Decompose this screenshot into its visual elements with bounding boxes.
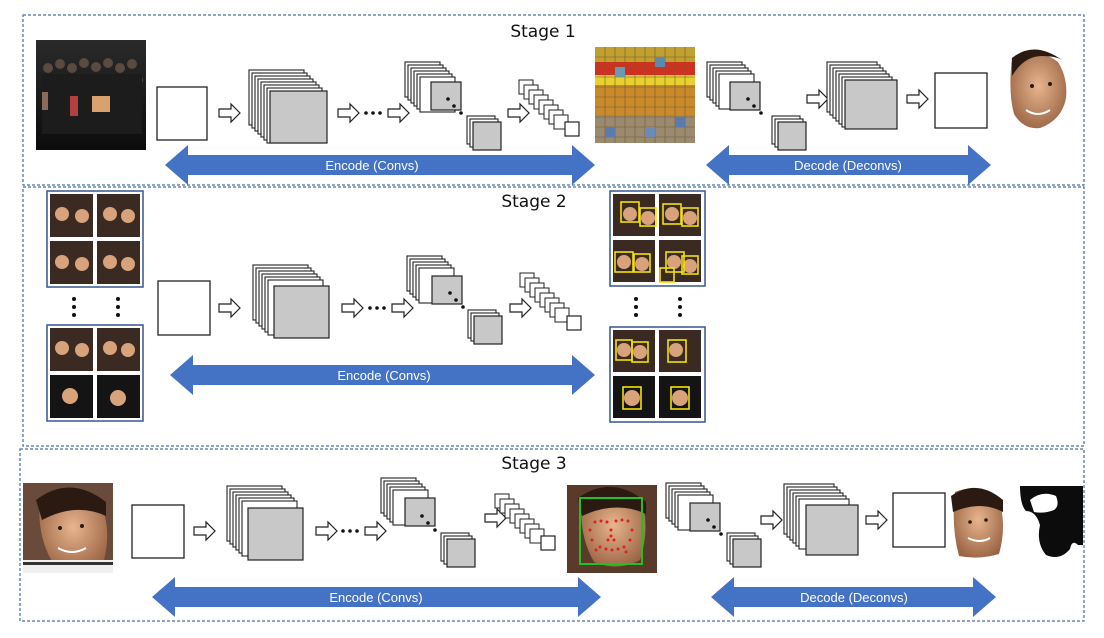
face-photo <box>567 485 657 573</box>
feature-map-stack <box>518 79 580 137</box>
photo-grid <box>46 190 144 288</box>
encode-label: Encode (Convs) <box>337 368 430 383</box>
stage-3: Stage 3 <box>19 448 1085 622</box>
encode-arrow <box>152 577 601 617</box>
stage-1-frame <box>22 14 1085 186</box>
hollow-right-arrow-icon <box>387 102 410 124</box>
vertical-ellipsis-icon <box>72 297 120 317</box>
ellipsis-icon <box>368 306 386 310</box>
stage-2-title: Stage 2 <box>501 192 566 212</box>
heatmap <box>595 47 695 143</box>
decode-label: Decode (Deconvs) <box>800 590 908 605</box>
hollow-right-arrow-icon <box>507 102 530 124</box>
stage-2-frame <box>22 186 1085 447</box>
encode-arrow <box>165 145 595 185</box>
feature-map-stack <box>771 115 807 151</box>
hollow-right-arrow-icon <box>337 102 360 124</box>
ellipsis-icon <box>364 111 382 115</box>
encode-label: Encode (Convs) <box>329 590 422 605</box>
hollow-right-arrow-icon <box>391 297 414 319</box>
detection-grid <box>609 190 706 287</box>
output-frame <box>892 492 946 548</box>
decode-label: Decode (Deconvs) <box>794 158 902 173</box>
stage-3-title: Stage 3 <box>501 454 566 474</box>
feature-map-stack <box>826 61 898 130</box>
stage-1-title: Stage 1 <box>510 22 575 42</box>
input-frame <box>131 504 185 559</box>
feature-map-stack <box>519 272 582 331</box>
feature-map-stack <box>494 493 556 551</box>
hollow-right-arrow-icon <box>865 509 888 531</box>
hollow-right-arrow-icon <box>906 88 929 110</box>
face-photo <box>23 483 113 573</box>
hollow-right-arrow-icon <box>218 102 241 124</box>
vertical-ellipsis-icon <box>634 297 682 317</box>
hollow-right-arrow-icon <box>509 297 532 319</box>
feature-map-stack <box>726 532 762 568</box>
feature-map-stack <box>252 264 330 339</box>
feature-map-stack <box>406 255 465 309</box>
feature-map-stack <box>783 483 859 556</box>
feature-map-stack <box>466 115 502 151</box>
hollow-right-arrow-icon <box>341 297 364 319</box>
stage-2: Stage 2 <box>22 186 1085 447</box>
feature-map-stack <box>380 477 437 532</box>
hollow-right-arrow-icon <box>218 297 241 319</box>
feature-map-stack <box>467 309 503 345</box>
input-frame <box>156 86 208 141</box>
hollow-right-arrow-icon <box>364 520 387 542</box>
hollow-right-arrow-icon <box>806 88 829 110</box>
feature-map-stack <box>706 61 763 115</box>
face-mask <box>1020 485 1083 557</box>
photo-grid <box>46 324 144 422</box>
output-frame <box>934 72 988 129</box>
feature-map-stack <box>440 532 476 568</box>
stage-3-frame <box>19 448 1085 622</box>
hollow-right-arrow-icon <box>760 509 783 531</box>
feature-map-stack <box>665 482 723 536</box>
feature-map-stack <box>248 69 328 144</box>
ellipsis-icon <box>341 529 359 533</box>
decode-arrow <box>711 577 996 617</box>
encode-arrow <box>170 355 595 395</box>
encode-label: Encode (Convs) <box>325 158 418 173</box>
input-frame <box>157 280 211 336</box>
hollow-right-arrow-icon <box>315 520 338 542</box>
hollow-right-arrow-icon <box>193 520 216 542</box>
stage-1: Stage 1 <box>22 14 1085 186</box>
face-photo <box>1010 49 1067 129</box>
group-photo <box>36 40 146 150</box>
feature-map-stack <box>226 485 304 561</box>
feature-map-stack <box>404 61 463 115</box>
detection-grid <box>609 326 706 423</box>
decode-arrow <box>706 145 991 185</box>
face-photo <box>951 487 1003 558</box>
